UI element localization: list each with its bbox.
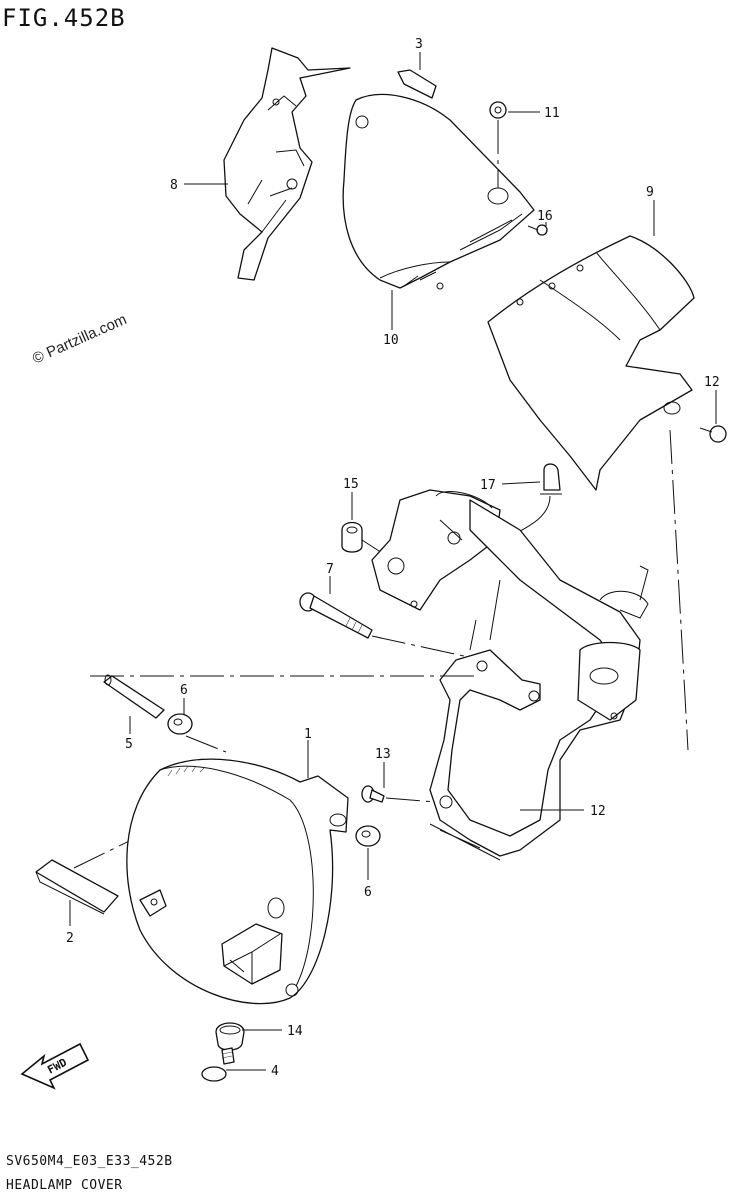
callout-14: 16 — [537, 209, 553, 224]
callout-6-right: 6 — [364, 885, 372, 900]
callout-7: 14 — [287, 1024, 303, 1039]
part-14-screw — [527, 224, 548, 236]
callout-3: 3 — [415, 37, 423, 52]
callout-13: 15 — [343, 477, 359, 492]
part-3-pad — [397, 69, 437, 99]
part-9-side-cover — [223, 47, 351, 281]
part-7-grommet — [215, 1022, 245, 1051]
part-5-spacer — [103, 674, 165, 719]
part-16-headlamp-stay — [429, 499, 649, 861]
callout-10: 9 — [646, 185, 654, 200]
part-8-bolt — [299, 592, 483, 661]
part-11-upper-cowl — [342, 93, 535, 290]
leader-lines — [69, 52, 717, 1071]
upper-mount-plate — [371, 489, 501, 611]
fwd-arrow-icon: FWD — [20, 1042, 90, 1090]
part-15-position-lamp — [507, 463, 562, 539]
part-6-grommet-left — [167, 713, 193, 735]
callout-6-left: 6 — [180, 683, 188, 698]
callout-12-top: 11 — [544, 106, 560, 121]
callout-labels: 3 11 8 16 9 10 12 17 15 7 6 5 1 13 12 6 … — [66, 37, 720, 1079]
part-10-side-cowl — [487, 235, 695, 751]
figure-title: FIG.452B — [2, 4, 126, 32]
part-4-bolt — [201, 1047, 235, 1082]
callout-16: 12 — [590, 804, 606, 819]
part-17-bolt — [361, 785, 437, 803]
callout-9: 8 — [170, 178, 178, 193]
part-12-screw-right — [699, 425, 727, 443]
callout-5: 5 — [125, 737, 133, 752]
figure-name: HEADLAMP COVER — [6, 1178, 123, 1193]
part-2-pad — [35, 859, 119, 915]
callout-4: 4 — [271, 1064, 279, 1079]
callout-11: 10 — [383, 333, 399, 348]
callout-8: 7 — [326, 562, 334, 577]
callout-17: 13 — [375, 747, 391, 762]
callout-2: 2 — [66, 931, 74, 946]
callout-12-right: 12 — [704, 375, 720, 390]
callout-1: 1 — [304, 727, 312, 742]
callout-15: 17 — [480, 478, 496, 493]
figure-code: SV650M4_E03_E33_452B — [6, 1154, 173, 1169]
part-6-grommet-right — [355, 825, 381, 847]
part-12-grommet-top — [489, 101, 507, 188]
part-1-headlamp-housing — [126, 758, 349, 1005]
